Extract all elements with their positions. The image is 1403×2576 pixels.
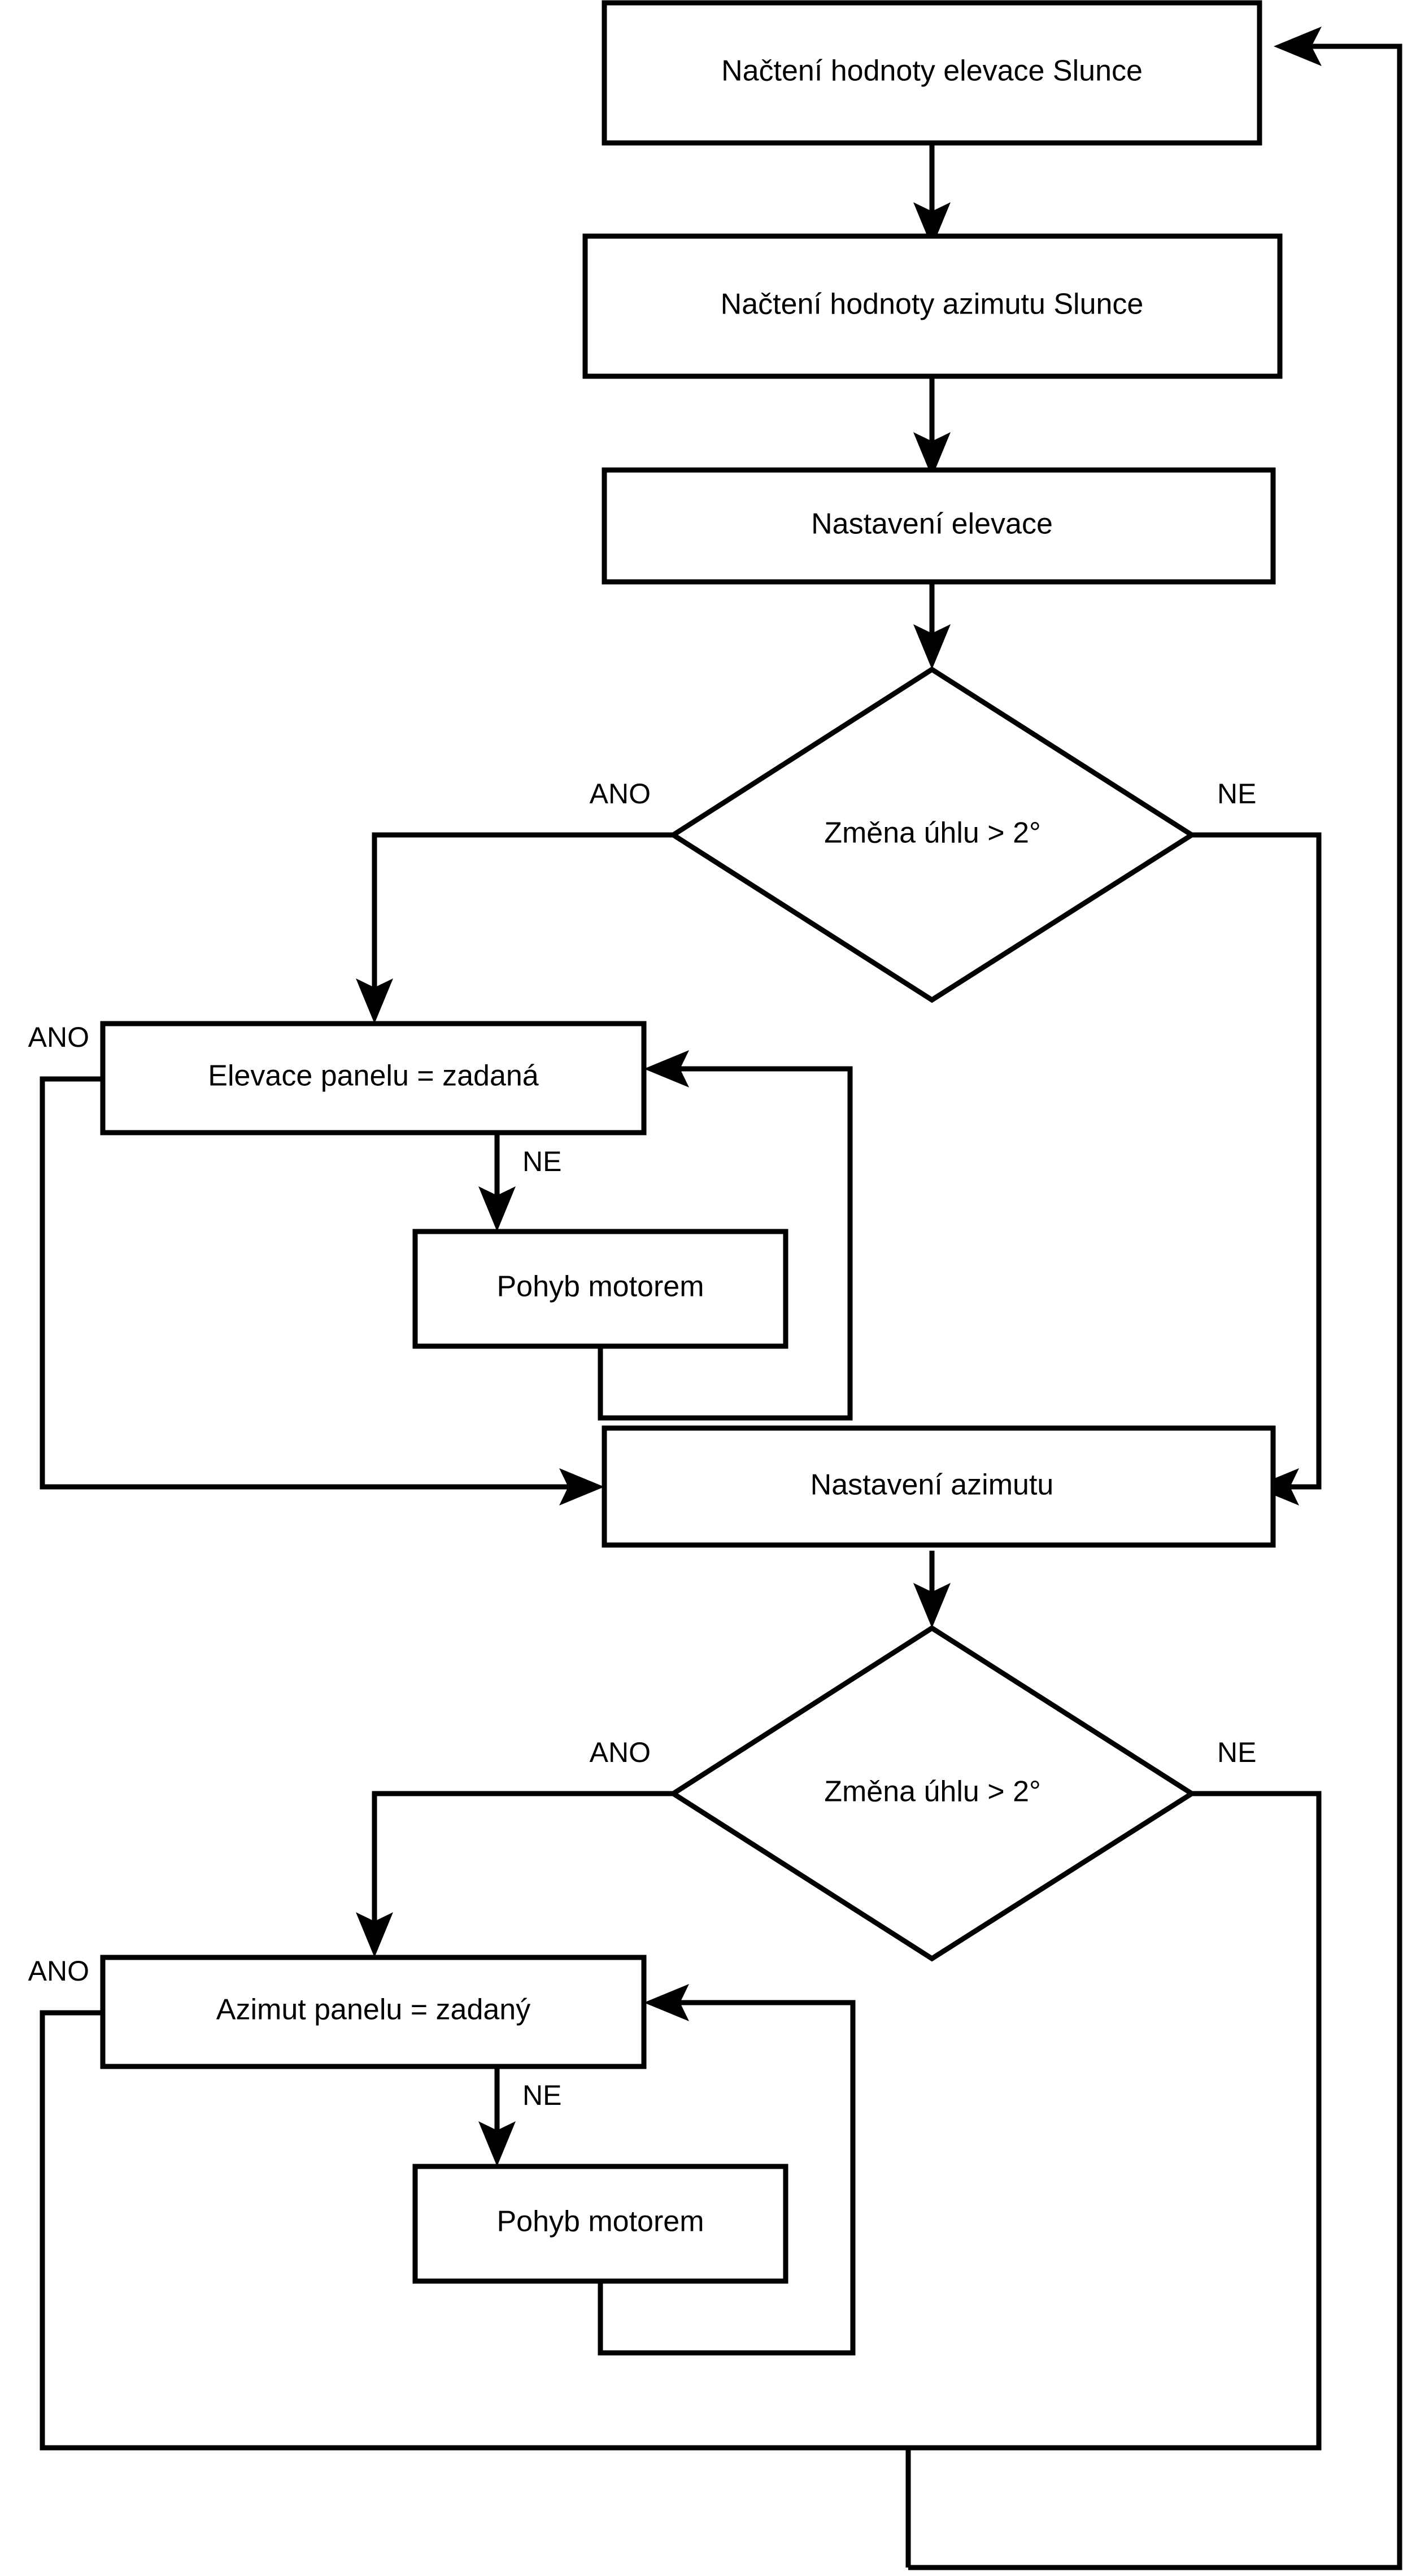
edge-label-azim-panel-no: NE bbox=[522, 2079, 561, 2111]
node-motor-move-elevation[interactable]: Pohyb motorem bbox=[412, 1229, 788, 1349]
edge-label-elev-panel-yes: ANO bbox=[28, 1021, 89, 1053]
edge-decide-azimuth-no bbox=[905, 1791, 1322, 2568]
node-decide-azimuth[interactable]: Změna úhlu > 2° bbox=[668, 1625, 1197, 1962]
node-read-elevation-label: Načtení hodnoty elevace Slunce bbox=[721, 55, 1143, 88]
edge-label-elev-panel-no: NE bbox=[522, 1146, 561, 1177]
edge-decide-azimuth-yes bbox=[356, 1791, 673, 1957]
edge-read-elevation-to-read-azimuth bbox=[913, 145, 951, 247]
edge-set-elevation-to-decide-elevation bbox=[913, 582, 951, 669]
node-set-azimuth-label: Nastavení azimutu bbox=[811, 1469, 1054, 1502]
edge-panel-azimuth-yes bbox=[40, 2010, 908, 2451]
node-panel-azimuth-check-label: Azimut panelu = zadaný bbox=[216, 1994, 530, 2026]
node-read-azimuth-label: Načtení hodnoty azimutu Slunce bbox=[721, 288, 1144, 321]
node-read-elevation[interactable]: Načtení hodnoty elevace Slunce bbox=[602, 0, 1262, 146]
edge-decide-elevation-yes bbox=[356, 832, 673, 1024]
edge-decide-elevation-no bbox=[1192, 832, 1322, 1505]
node-decide-elevation-label: Změna úhlu > 2° bbox=[824, 817, 1041, 850]
node-motor-move-azimuth[interactable]: Pohyb motorem bbox=[412, 2164, 788, 2284]
node-read-azimuth[interactable]: Načtení hodnoty azimutu Slunce bbox=[582, 233, 1283, 379]
node-set-azimuth[interactable]: Nastavení azimutu bbox=[602, 1425, 1276, 1548]
edge-label-elev-decision-no: NE bbox=[1217, 778, 1256, 810]
node-panel-elevation-check[interactable]: Elevace panelu = zadaná bbox=[100, 1021, 647, 1135]
edge-label-elev-decision-yes: ANO bbox=[590, 778, 651, 810]
edge-loop-return-to-start bbox=[908, 27, 1402, 2570]
edge-motor-azimuth-loopback bbox=[598, 1984, 856, 2356]
node-decide-elevation[interactable]: Změna úhlu > 2° bbox=[668, 666, 1197, 1003]
edge-label-azim-decision-yes: ANO bbox=[590, 1737, 651, 1768]
node-motor-move-elevation-label: Pohyb motorem bbox=[496, 1270, 704, 1303]
edge-motor-elevation-loopback bbox=[598, 1050, 853, 1421]
edge-panel-elevation-yes bbox=[40, 1076, 604, 1505]
edge-label-azim-decision-no: NE bbox=[1217, 1737, 1256, 1768]
edge-set-azimuth-to-decide-azimuth bbox=[913, 1551, 951, 1628]
node-panel-azimuth-check[interactable]: Azimut panelu = zadaný bbox=[100, 1955, 647, 2069]
edge-panel-elevation-no bbox=[478, 1133, 516, 1232]
edge-label-azim-panel-yes: ANO bbox=[28, 1955, 89, 1987]
edge-panel-azimuth-no bbox=[478, 2068, 516, 2166]
node-decide-azimuth-label: Změna úhlu > 2° bbox=[824, 1776, 1041, 1808]
node-set-elevation[interactable]: Nastavení elevace bbox=[602, 467, 1276, 585]
node-motor-move-azimuth-label: Pohyb motorem bbox=[496, 2205, 704, 2238]
edge-read-azimuth-to-set-elevation bbox=[913, 377, 951, 477]
node-panel-elevation-check-label: Elevace panelu = zadaná bbox=[208, 1060, 539, 1093]
node-set-elevation-label: Nastavení elevace bbox=[811, 508, 1053, 541]
